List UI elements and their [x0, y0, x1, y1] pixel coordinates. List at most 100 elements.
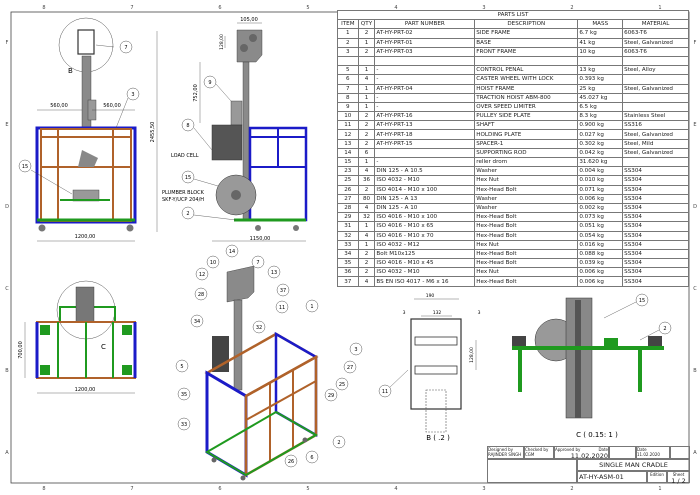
border-column-6: 6 [218, 5, 221, 11]
balloon: 2 [658, 321, 672, 335]
cell-part-number: ISO 4016 - M10 x 70 [374, 230, 476, 241]
dim-side-top: 105,00 [240, 17, 258, 23]
balloon: 33 [177, 417, 191, 431]
cell-item: 31 [337, 221, 359, 232]
cell-description: FRONT FRAME [474, 46, 579, 57]
cell-mass: 0.016 kg [577, 239, 624, 250]
balloon-number: 37 [280, 288, 286, 294]
cell-material: Steel, Galvanized [622, 129, 689, 140]
cell-description: TRACTION HOIST ABM-800 [474, 92, 579, 103]
cell-mass: 0.006 kg [577, 267, 624, 278]
cell-qty: 2 [357, 28, 376, 39]
cell-item: 37 [337, 276, 359, 287]
balloon-number: 28 [198, 292, 204, 298]
balloon-number: 11 [382, 389, 388, 395]
border-column-7: 7 [130, 5, 133, 11]
balloon-number: 6 [310, 455, 313, 461]
cell-description: CONTROL PENAL [474, 65, 579, 76]
cell-qty: 2 [357, 120, 376, 131]
cell-item: 33 [337, 239, 359, 250]
cell-part-number: AT-HY-PRT-15 [374, 138, 476, 149]
cell-qty: 80 [357, 193, 376, 204]
cell-mass: 0.004 kg [577, 166, 624, 177]
border-column-4: 4 [394, 486, 397, 492]
balloon: 10 [206, 255, 220, 269]
cell-part-number: DIN 125 - A 10.5 [374, 166, 476, 177]
note-plumber-block-spec: SKF-Y/UCP 204/H [162, 197, 204, 203]
cell-description: SPACER-1 [474, 138, 579, 149]
edition-label: Edition [647, 471, 667, 483]
cell-material: Steel, Alloy [622, 65, 689, 76]
cell-material [622, 55, 689, 67]
balloon-number: 2 [186, 211, 189, 217]
cell-part-number: ISO 4016 - M10 x 65 [374, 221, 476, 232]
cell-qty: 2 [357, 248, 376, 260]
border-row-A: A [693, 450, 697, 456]
cell-description: Hex-Head Bolt [474, 258, 579, 269]
cell-mass: 0.006 kg [577, 193, 624, 204]
designed-by: RAJINDER SINGH [488, 452, 522, 457]
cell-qty: 2 [357, 46, 376, 57]
cell-material: Steel, Galvanized [622, 83, 689, 94]
dim-top-depth: 700,00 [18, 341, 24, 359]
dim-side-hoist: 752,00 [193, 84, 199, 102]
cell-material: 6063-T6 [622, 28, 689, 39]
border-row-C: C [5, 286, 9, 292]
cell-part-number: - [374, 101, 476, 113]
cell-description: HOIST FRAME [474, 83, 579, 94]
cell-item [337, 55, 359, 67]
cell-qty: 4 [357, 166, 376, 177]
balloon-number: 10 [210, 260, 216, 266]
border-row-B: B [693, 368, 697, 374]
cell-description: Hex-Head Bolt [474, 221, 579, 232]
cell-mass: 0.039 kg [577, 258, 624, 269]
cell-material: SS316 [622, 120, 689, 131]
cell-description: SIDE FRAME [474, 28, 579, 39]
border-column-8: 8 [42, 486, 45, 492]
cell-part-number: AT-HY-PRT-01 [374, 37, 476, 48]
balloon: 37 [276, 283, 290, 297]
cell-qty: 2 [357, 258, 376, 269]
col-part-number: PART NUMBER [374, 19, 476, 30]
cell-material: SS304 [622, 212, 689, 223]
col-material: MATERIAL [622, 19, 689, 30]
cell-mass: 0.900 kg [577, 120, 624, 131]
dim-front-left: 560,00 [50, 103, 68, 109]
cell-material: 6063-T6 [622, 46, 689, 57]
cell-mass: 0.010 kg [577, 175, 624, 186]
balloon-number: 25 [339, 382, 345, 388]
col-mass: MASS [577, 19, 624, 30]
balloon-number: 14 [229, 249, 235, 255]
cell-description: SUPPORTING ROD [474, 147, 579, 159]
cell-description: Washer [474, 193, 579, 204]
cell-item: 36 [337, 267, 359, 278]
cell-material: SS304 [622, 230, 689, 241]
col-item: ITEM [337, 19, 359, 30]
cell-description: Hex-Head Bolt [474, 248, 579, 260]
top-view: 700,00 1200,00 C [18, 280, 137, 394]
balloon: 13 [267, 265, 281, 279]
border-column-5: 5 [306, 486, 309, 492]
cell-item: 13 [337, 138, 359, 149]
cell-qty: 1 [357, 156, 376, 168]
cell-description [474, 55, 579, 67]
col-description: DESCRIPTION [474, 19, 579, 30]
cell-qty: 1 [357, 83, 376, 94]
cell-material: SS304 [622, 202, 689, 214]
balloon: 15 [635, 293, 649, 307]
cell-material: Steel, Galvanized [622, 37, 689, 48]
cell-mass: 0.051 kg [577, 221, 624, 232]
cell-item: 3 [337, 46, 359, 57]
cell-qty: 4 [357, 230, 376, 241]
dim-front-width: 1200,00 [75, 234, 96, 240]
cell-part-number: AT-HY-PRT-03 [374, 46, 476, 57]
cell-part-number: - [374, 74, 476, 85]
